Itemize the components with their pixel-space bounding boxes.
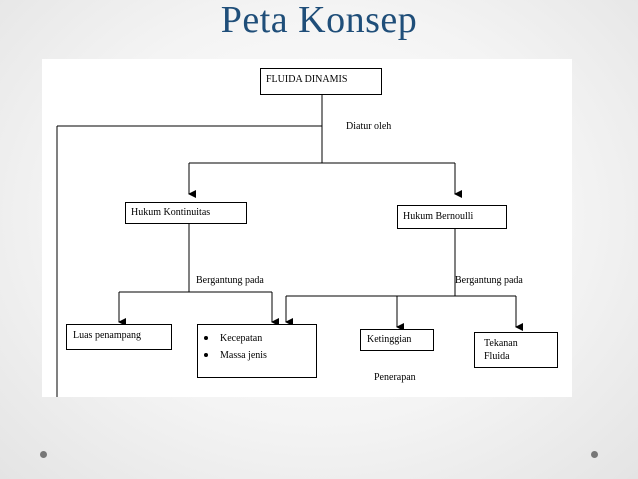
node-tekanan-fluida: Tekanan Fluida [474, 332, 558, 368]
node-fluida-dinamis-label: FLUIDA DINAMIS [266, 74, 348, 85]
node-ketinggian: Ketinggian [360, 329, 434, 351]
label-penerapan: Penerapan [374, 372, 416, 383]
node-kecepatan-massa-jenis: Kecepatan Massa jenis [197, 324, 317, 378]
edge-label-diatur-oleh: Diatur oleh [346, 121, 392, 132]
edge-label-bergantung-pada-right: Bergantung pada [455, 275, 523, 286]
node-hukum-bernoulli: Hukum Bernoulli [397, 205, 507, 229]
node-hukum-kontinuitas-label: Hukum Kontinuitas [131, 207, 211, 218]
node-tekanan-fluida-line1: Tekanan [484, 338, 518, 349]
slide-decoration-dot-right [591, 451, 598, 458]
edge-label-bergantung-pada-left: Bergantung pada [196, 275, 264, 286]
connector-lines [56, 95, 523, 397]
node-hukum-bernoulli-label: Hukum Bernoulli [403, 211, 474, 222]
node-hukum-kontinuitas: Hukum Kontinuitas [125, 202, 247, 224]
slide-decoration-dot-left [40, 451, 47, 458]
node-ketinggian-label: Ketinggian [367, 334, 412, 345]
node-fluida-dinamis: FLUIDA DINAMIS [260, 68, 382, 95]
variable-item-kecepatan: Kecepatan [198, 330, 316, 347]
node-luas-penampang-label: Luas penampang [73, 330, 142, 341]
variable-item-massa-jenis: Massa jenis [198, 347, 316, 364]
node-luas-penampang: Luas penampang [66, 324, 172, 350]
node-tekanan-fluida-line2: Fluida [484, 351, 510, 362]
slide-title: Peta Konsep [220, 0, 418, 41]
variables-list: Kecepatan Massa jenis [198, 330, 316, 364]
concept-map-panel: FLUIDA DINAMIS Diatur oleh Hukum Kontinu… [42, 59, 572, 397]
